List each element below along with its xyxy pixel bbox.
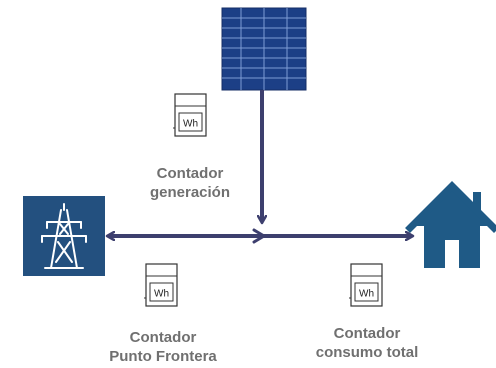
meter-generation-icon: Wh [173, 93, 207, 137]
label-border-meter: Contador Punto Frontera [98, 328, 228, 366]
house-icon [405, 181, 496, 268]
meter-generation-unit: Wh [183, 119, 198, 130]
label-border-line1: Contador [129, 329, 197, 346]
flow-arrows [108, 90, 412, 244]
label-consumption-line1: Contador [333, 325, 401, 342]
arrow-junction-tip [252, 228, 266, 244]
meter-border-icon: Wh [144, 263, 178, 307]
label-generation-line1: Contador [156, 165, 224, 182]
meter-consumption-unit: Wh [359, 289, 374, 300]
meter-border-unit: Wh [154, 289, 169, 300]
meter-consumption-icon: Wh [349, 263, 383, 307]
label-generation-meter: Contador generación [130, 164, 250, 202]
solar-panel-icon [221, 7, 307, 91]
label-consumption-meter: Contador consumo total [302, 324, 432, 362]
label-generation-line2: generación [149, 184, 231, 201]
label-consumption-line2: consumo total [315, 344, 419, 361]
label-border-line2: Punto Frontera [109, 348, 217, 365]
power-tower-icon [23, 196, 105, 276]
